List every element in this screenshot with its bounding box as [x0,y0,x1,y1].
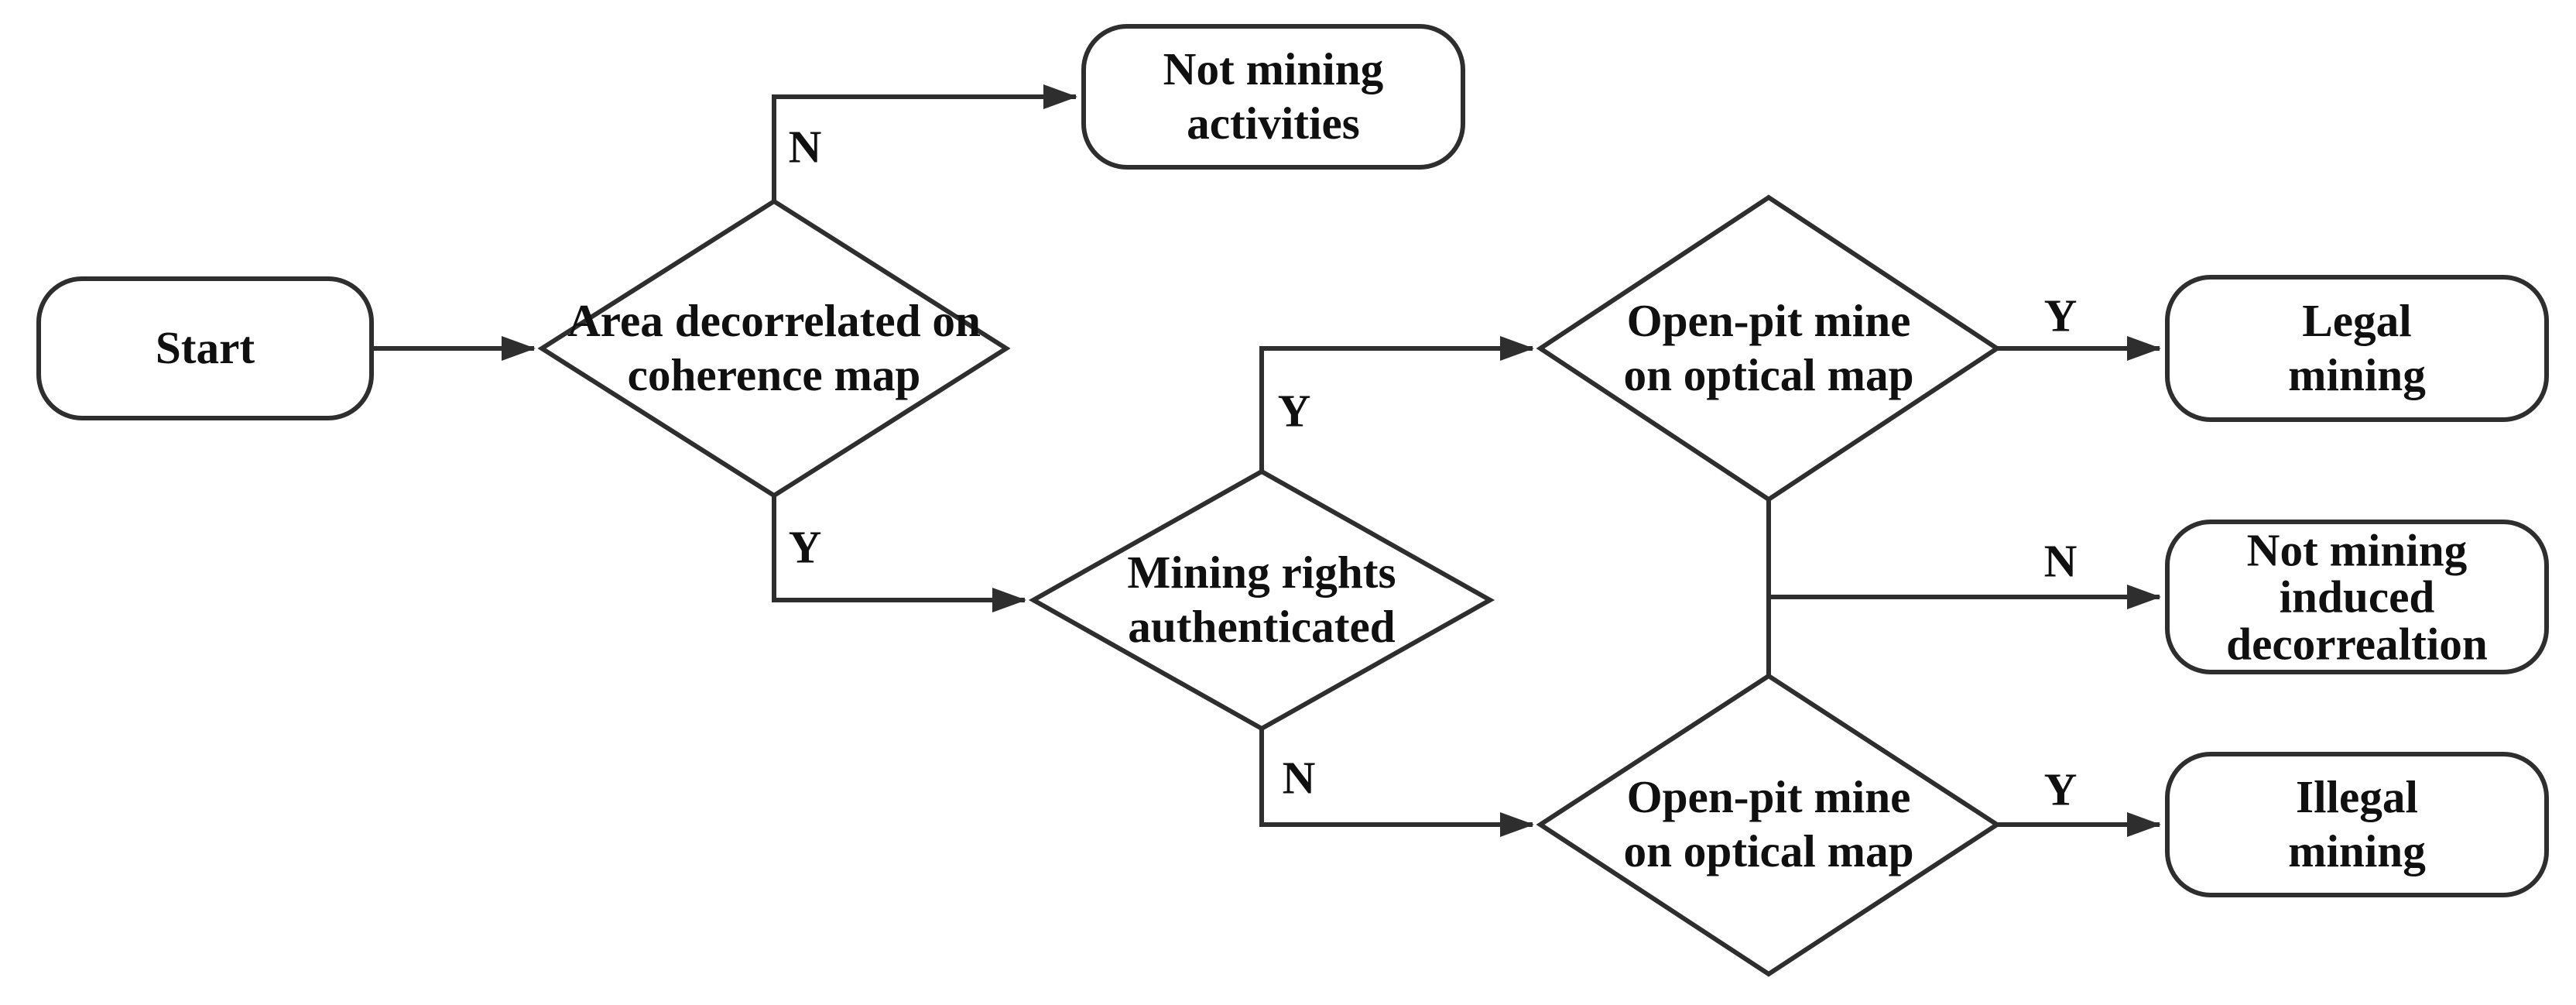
start-node-shape [36,276,375,420]
mining-rights-decision-shape [1028,468,1495,732]
not-mining-induced-node-shape [2164,519,2549,674]
illegal-mining-node-shape [2164,751,2549,897]
not-mining-activities-node-shape [1081,23,1465,170]
legal-mining-node-shape [2164,274,2549,422]
edge-area-decorrelated-no [772,84,1078,201]
area-decorrelated-decision-shape [537,198,1011,499]
open-pit-top-decision-shape [1536,194,2002,502]
edge-mining-rights-no [1259,728,1534,837]
edge-area-decorrelated-yes [772,495,1027,612]
edge-mining-rights-yes [1259,335,1534,472]
open-pit-bottom-decision-shape [1536,673,2002,977]
